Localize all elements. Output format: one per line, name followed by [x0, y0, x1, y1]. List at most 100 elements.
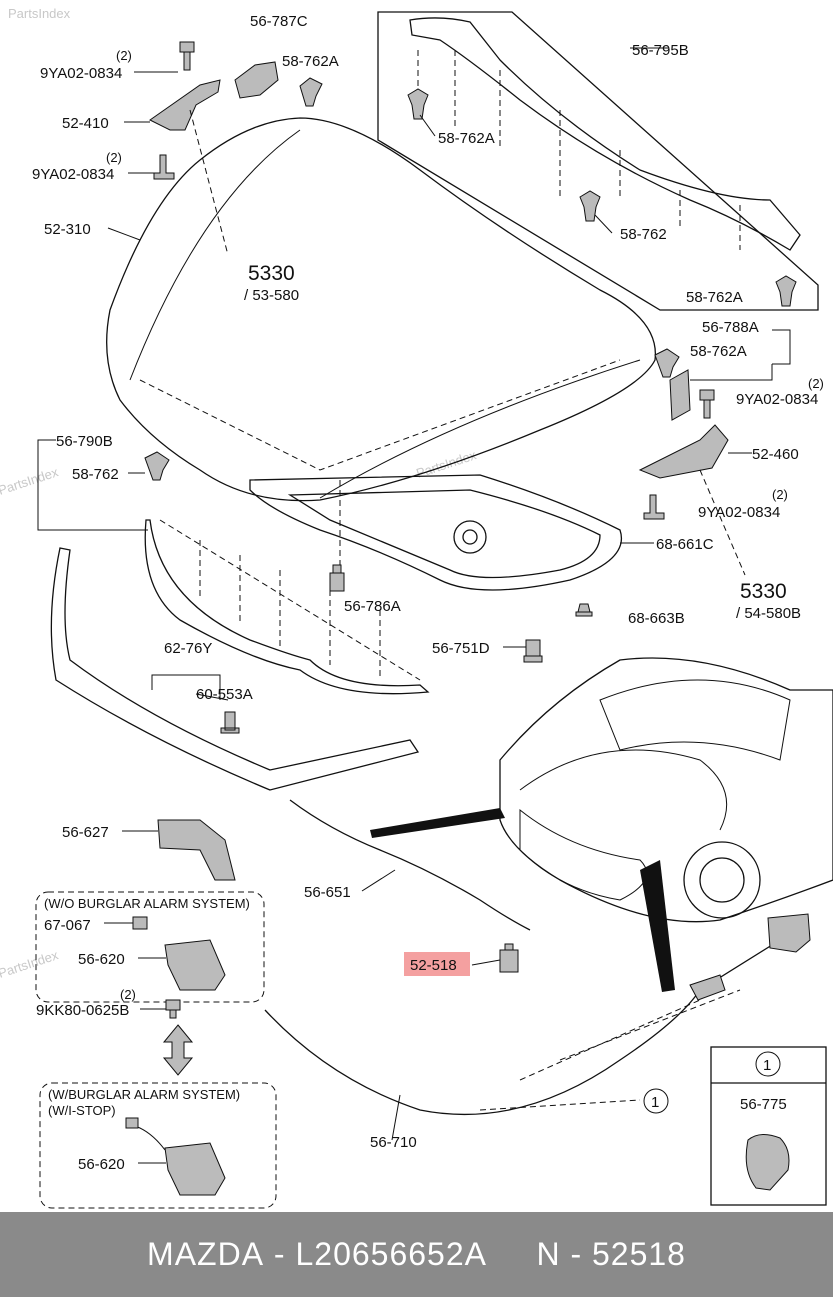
hood-lock-56-620 [164, 939, 226, 991]
label-62-76Y: 62-76Y [164, 640, 212, 657]
hood-crease [129, 129, 301, 381]
label-56-775: 56-775 [740, 1096, 787, 1113]
label-reference-1: 1 [651, 1094, 659, 1111]
leader-line [471, 959, 501, 966]
leader-line [419, 114, 436, 137]
hood-seal-56-795B [409, 17, 801, 251]
label-58-762A: 58-762A [686, 289, 743, 306]
clip-58-762A [654, 348, 680, 378]
bracket-leader [151, 674, 221, 700]
hood-outline-dash [139, 359, 621, 471]
seal-dash [159, 519, 421, 681]
label-58-762: 58-762 [72, 466, 119, 483]
switch-67-067 [132, 916, 148, 930]
seal-56-790B [144, 519, 430, 695]
label-9KK80-0625B: 9KK80-0625B [36, 1002, 129, 1019]
view-arrow [370, 808, 505, 838]
label-52-410: 52-410 [62, 115, 109, 132]
hood-lock-56-620 [164, 1142, 226, 1196]
label-67-067: 67-067 [44, 917, 91, 934]
label-68-661C: 68-661C [656, 536, 714, 553]
insulator-pad [453, 520, 487, 554]
position-prefix: N [536, 1236, 561, 1272]
label-9YA02-0834: 9YA02-0834 [736, 391, 818, 408]
wiring [131, 1124, 166, 1151]
car-wheel [683, 841, 761, 919]
label-9YA02-0834: 9YA02-0834 [40, 65, 122, 82]
car-grille [519, 808, 648, 901]
label-variant-istop: (W/I-STOP) [48, 1103, 116, 1118]
bracket-leader [690, 329, 791, 381]
car-windshield [599, 679, 791, 761]
leader-dash [189, 109, 229, 256]
label-inset-number: 1 [763, 1057, 771, 1074]
variant-box-wo-alarm [35, 891, 265, 1003]
label-quantity: (2) [106, 150, 122, 165]
oem-number: L20656652A [295, 1236, 487, 1272]
label-58-762A: 58-762A [282, 53, 339, 70]
clip-58-762A [299, 77, 323, 107]
clip-56-775 [745, 1134, 790, 1191]
shield-56-627 [157, 819, 236, 881]
label-9YA02-0834: 9YA02-0834 [698, 504, 780, 521]
highlight-box [404, 952, 470, 976]
cap-56-751D [523, 639, 543, 663]
label-ref-5330: 5330 [248, 262, 295, 285]
bolt-9YA02-0834 [643, 494, 665, 520]
label-56-751D: 56-751D [432, 640, 490, 657]
label-ref-53-580: / 53-580 [244, 287, 299, 304]
label-56-620: 56-620 [78, 1156, 125, 1173]
label-variant-wo-alarm: (W/O BURGLAR ALARM SYSTEM) [44, 896, 250, 911]
clip-58-762A [775, 275, 797, 307]
bolt-9YA02-0834 [179, 41, 195, 71]
clip-60-553A [220, 711, 240, 734]
label-58-762A: 58-762A [438, 130, 495, 147]
label-52-310: 52-310 [44, 221, 91, 238]
insulator-68-661C [249, 474, 622, 591]
label-68-663B: 68-663B [628, 610, 685, 627]
label-9YA02-0834: 9YA02-0834 [32, 166, 114, 183]
watermark: PartsIndex [0, 947, 61, 981]
label-quantity: (2) [808, 376, 824, 391]
leader-line [594, 214, 613, 234]
watermark: PartsIndex [8, 6, 71, 21]
leader-line [107, 227, 141, 241]
bracket-56-788A [669, 369, 691, 421]
seal-box-frame [377, 11, 819, 311]
swap-arrow [162, 1024, 194, 1076]
label-58-762A: 58-762A [690, 343, 747, 360]
position-number: 52518 [591, 1236, 686, 1272]
bolt-9YA02-0834 [153, 154, 175, 180]
label-56-620: 56-620 [78, 951, 125, 968]
cable-end-fitting [689, 974, 726, 1001]
variant-box-w-alarm [39, 1082, 277, 1209]
clip-58-762 [144, 451, 170, 481]
clip-68-663B [575, 603, 593, 617]
label-56-651: 56-651 [304, 884, 351, 901]
label-quantity: (2) [116, 48, 132, 63]
bracket-56-787C [234, 61, 279, 99]
bolt-9KK80-0625B [165, 999, 181, 1019]
brand-name: MAZDA [147, 1236, 265, 1272]
car-hood-line [519, 749, 728, 831]
clip-58-762 [579, 190, 601, 222]
label-56-795B: 56-795B [632, 42, 689, 59]
hinge-52-460 [638, 424, 729, 479]
cable-clip-dash [479, 989, 741, 1111]
reference-circle [643, 1088, 669, 1114]
label-52-518[interactable]: 52-518 [410, 957, 457, 974]
insulator-inner [287, 489, 601, 579]
parts-diagram: PartsIndex PartsIndex PartsIndex PartsIn… [0, 6, 833, 1209]
part-number-footer: MAZDA - L20656652A N - 52518 [0, 1212, 833, 1297]
stopper-56-786A [329, 564, 345, 592]
label-56-786A: 56-786A [344, 598, 401, 615]
label-quantity: (2) [120, 987, 136, 1002]
insulator-pad-center [462, 529, 478, 545]
leader-line [195, 693, 229, 701]
label-variant-w-alarm: (W/BURGLAR ALARM SYSTEM) [48, 1087, 240, 1102]
watermark: PartsIndex [0, 464, 61, 498]
seal-62-76Y [50, 547, 420, 791]
hood-52-310 [106, 117, 657, 502]
leader-dash [699, 469, 746, 576]
label-52-460: 52-460 [752, 446, 799, 463]
